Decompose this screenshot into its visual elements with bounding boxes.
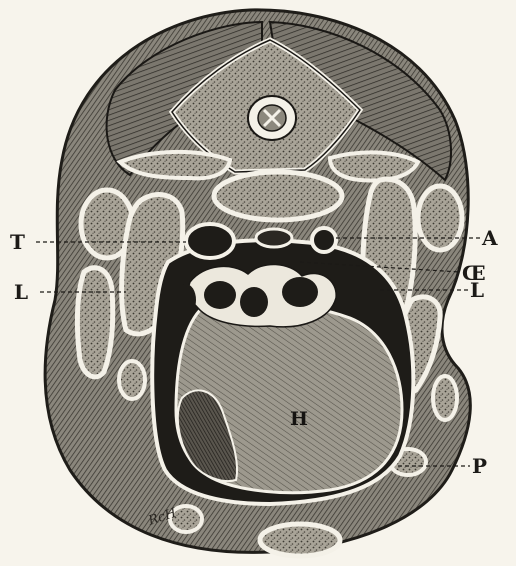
rib-right-upper (418, 186, 462, 250)
label-t-trachea: T (10, 230, 25, 254)
rib-head-right (330, 152, 418, 180)
rib-right-lower (433, 376, 457, 420)
trachea (186, 224, 234, 258)
vessel-4 (176, 284, 196, 316)
sternum (260, 524, 340, 556)
label-l-right-lung: L (470, 278, 484, 302)
label-p-pericardium: P (472, 454, 487, 478)
vessel-1 (204, 281, 236, 309)
label-h-heart: H (290, 408, 308, 430)
label-l-left-lung: L (14, 280, 28, 304)
rib-left-lower (119, 361, 145, 399)
vertebral-body (214, 172, 342, 220)
vessel-3 (282, 277, 318, 307)
label-a-aorta: A (481, 226, 498, 250)
rib-left-middle (77, 268, 112, 377)
oesophagus (256, 229, 292, 247)
aorta (312, 228, 336, 252)
vessel-2 (240, 287, 268, 317)
